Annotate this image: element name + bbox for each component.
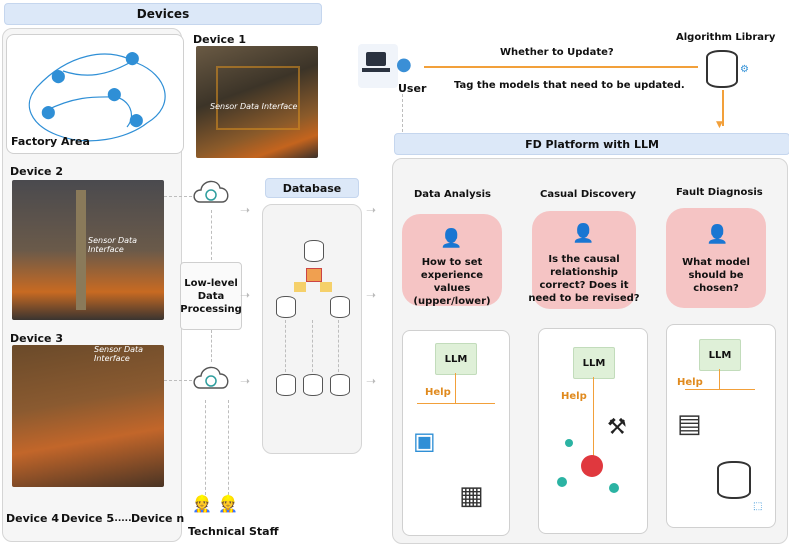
causal-graph-icon [581, 455, 603, 477]
database-header: Database [265, 178, 359, 198]
chart-icon: ▤ [677, 409, 702, 439]
laptop-icon [358, 44, 398, 88]
location-pin-icon: ⬤ [125, 51, 140, 66]
causal-discovery-question: Is the causal relationship correct? Does… [528, 254, 640, 304]
llm-badge: LLM [435, 343, 477, 375]
causal-discovery-llm-box: LLM Help ⚒ [538, 328, 648, 534]
database-icon [276, 374, 296, 396]
data-analysis-title: Data Analysis [414, 189, 491, 200]
data-analysis-question: How to set experience values (upper/lowe… [413, 257, 491, 307]
user-label: User [398, 82, 427, 95]
database-icon [303, 374, 323, 396]
help-label: Help [561, 391, 587, 402]
llm-badge: LLM [573, 347, 615, 379]
database-icon [304, 240, 324, 262]
device-2-photo: Sensor Data Interface [12, 180, 164, 320]
arrow-icon: ➝ [366, 288, 377, 302]
data-analysis-question-box: 👤 How to set experience values (upper/lo… [402, 214, 502, 307]
causal-discovery-title: Casual Discovery [540, 189, 637, 200]
algorithm-library-icon [706, 50, 738, 88]
device-n-label: Device n [131, 512, 185, 525]
fault-diagnosis-question-box: 👤 What model should be chosen? [666, 208, 766, 308]
cloud-sync-icon [192, 362, 232, 396]
database-icon [276, 296, 296, 318]
user-icon: ● [396, 54, 412, 75]
data-analysis-llm-box: LLM Help ▣ ▦ [402, 330, 510, 536]
sensor-label: Sensor Data Interface [88, 236, 138, 254]
person-icon: 👤 [572, 223, 595, 244]
factory-area-box: ⬤ ⬤ ⬤ ⬤ ⬤ Factory Area [6, 34, 184, 154]
technical-staff-label: Technical Staff [188, 525, 279, 538]
arrow-down-icon: ▼ [716, 120, 723, 130]
factory-area-label: Factory Area [11, 135, 90, 148]
arrow-icon: ➝ [240, 374, 251, 388]
device-3-photo: Sensor Data Interface [12, 345, 164, 487]
device-2-label: Device 2 [10, 165, 63, 178]
arrow-icon: ➝ [240, 288, 251, 302]
arrow-icon: ➝ [366, 203, 377, 217]
sensor-label: Sensor Data Interface [94, 345, 144, 363]
fault-diagnosis-question: What model should be chosen? [682, 257, 750, 294]
dashboard-icon: ▦ [459, 481, 484, 511]
network-node-icon [294, 282, 306, 292]
device-5-label: Device 5 [61, 512, 114, 525]
cloud-sync-icon [192, 176, 232, 210]
lowlevel-processing-label: Low-level Data Processing [180, 277, 242, 315]
network-node-icon [306, 268, 322, 282]
model-database-icon [717, 461, 751, 499]
help-label: Help [677, 377, 703, 388]
fault-diagnosis-title: Fault Diagnosis [676, 187, 763, 198]
factory-map [28, 53, 166, 142]
database-icon [330, 296, 350, 318]
lowlevel-processing-box: Low-level Data Processing [180, 262, 242, 330]
staff-icon: 👷 [192, 494, 212, 513]
staff-icon: 👷 [218, 494, 238, 513]
location-pin-icon: ⬤ [51, 69, 66, 84]
help-label: Help [425, 387, 451, 398]
tools-icon: ⚒ [607, 415, 627, 440]
location-pin-icon: ⬤ [129, 113, 144, 128]
device-ellipsis: ...... [111, 514, 132, 524]
sensor-label: Sensor Data Interface [210, 102, 298, 111]
document-check-icon: ▣ [413, 427, 436, 455]
cursor-icon: ⬚ [753, 501, 763, 512]
settings-icon: ⚙ [740, 64, 749, 75]
devices-header: Devices [4, 3, 322, 25]
llm-badge: LLM [699, 339, 741, 371]
tag-models-label: Tag the models that need to be updated. [454, 80, 685, 91]
device-1-label: Device 1 [193, 33, 246, 46]
device-1-photo: Sensor Data Interface [196, 46, 318, 158]
arrow-icon: ➝ [240, 203, 251, 217]
device-3-label: Device 3 [10, 332, 63, 345]
network-node-icon [320, 282, 332, 292]
algorithm-library-label: Algorithm Library [676, 32, 776, 43]
database-icon [330, 374, 350, 396]
arrow-icon: ➝ [366, 374, 377, 388]
location-pin-icon: ⬤ [41, 105, 56, 120]
causal-discovery-question-box: 👤 Is the causal relationship correct? Do… [528, 211, 640, 309]
device-4-label: Device 4 [6, 512, 59, 525]
whether-update-label: Whether to Update? [500, 47, 614, 58]
person-icon: 👤 [440, 228, 463, 249]
fd-platform-header: FD Platform with LLM [394, 133, 789, 155]
person-icon: 👤 [706, 224, 729, 245]
location-pin-icon: ⬤ [107, 87, 122, 102]
fault-diagnosis-llm-box: LLM Help ▤ ⬚ [666, 324, 776, 528]
